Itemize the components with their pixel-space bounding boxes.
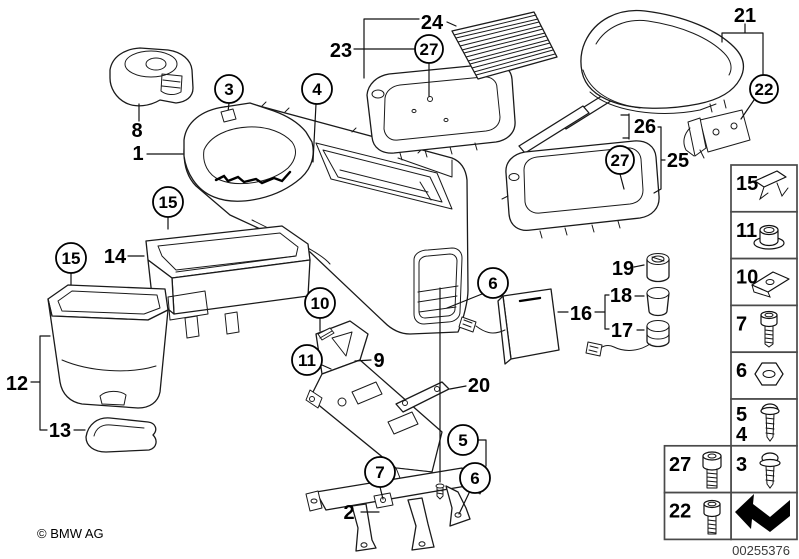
part-drawing-armrest bbox=[580, 9, 751, 159]
svg-text:22: 22 bbox=[755, 80, 774, 99]
svg-text:27: 27 bbox=[420, 40, 439, 59]
part-drawing-drawer bbox=[458, 288, 560, 365]
document-number: 00255376 bbox=[732, 543, 790, 558]
callout-17[interactable]: 17 bbox=[611, 320, 633, 342]
part-drawing-storage-bin bbox=[47, 284, 169, 409]
cap-screw-icon bbox=[703, 499, 721, 535]
legend-label-10[interactable]: 10 bbox=[736, 267, 758, 289]
part-drawing-pod bbox=[109, 47, 194, 107]
flange-nut-icon bbox=[753, 224, 785, 250]
svg-text:3: 3 bbox=[224, 80, 233, 99]
legend-label-15[interactable]: 15 bbox=[736, 173, 758, 195]
legend-label-5[interactable]: 5 bbox=[736, 404, 747, 426]
callout-13[interactable]: 13 bbox=[49, 420, 71, 442]
part-drawing-console bbox=[183, 101, 469, 335]
callout-1[interactable]: 1 bbox=[132, 143, 143, 165]
part-drawing-ribbed-insert bbox=[451, 11, 558, 80]
callout-circle-6-a[interactable]: 6 bbox=[477, 267, 509, 299]
callout-23[interactable]: 23 bbox=[330, 40, 352, 62]
legend-label-3[interactable]: 3 bbox=[736, 454, 747, 476]
cap-screw-icon bbox=[702, 451, 722, 489]
direction-arrow-icon bbox=[735, 494, 790, 532]
callout-circle-4[interactable]: 4 bbox=[301, 73, 333, 105]
callout-9[interactable]: 9 bbox=[373, 350, 384, 372]
part-drawing-lighter-set bbox=[585, 253, 670, 357]
svg-text:27: 27 bbox=[611, 151, 630, 170]
svg-text:11: 11 bbox=[298, 351, 316, 370]
part-drawing-clip bbox=[317, 327, 335, 341]
tapping-screw-icon bbox=[760, 403, 780, 442]
callout-circle-3[interactable]: 3 bbox=[214, 74, 244, 104]
svg-text:7: 7 bbox=[375, 463, 384, 482]
callout-circle-11[interactable]: 11 bbox=[291, 344, 323, 376]
legend-label-4[interactable]: 4 bbox=[736, 424, 748, 446]
part-drawing-spacer-strip bbox=[395, 381, 450, 413]
part-drawing-tray-insert bbox=[145, 225, 311, 339]
assembly-axis-line bbox=[435, 287, 445, 500]
svg-text:15: 15 bbox=[159, 193, 178, 212]
callout-circle-22[interactable]: 22 bbox=[749, 74, 779, 104]
callout-circle-6-b[interactable]: 6 bbox=[459, 462, 491, 494]
callout-18[interactable]: 18 bbox=[610, 285, 632, 307]
part-drawing-rubber-mat bbox=[85, 417, 157, 453]
washer-screw-icon bbox=[759, 452, 781, 489]
callout-12[interactable]: 12 bbox=[6, 373, 28, 395]
legend-label-7[interactable]: 7 bbox=[736, 313, 747, 335]
callout-21[interactable]: 21 bbox=[734, 5, 756, 27]
leader-lines bbox=[30, 18, 764, 515]
callout-24[interactable]: 24 bbox=[421, 12, 444, 34]
callout-26[interactable]: 26 bbox=[634, 116, 656, 138]
legend-label-6[interactable]: 6 bbox=[736, 360, 747, 382]
callout-circle-7[interactable]: 7 bbox=[364, 456, 396, 488]
callout-19[interactable]: 19 bbox=[612, 258, 634, 280]
part-drawing-trim-frame bbox=[501, 140, 660, 239]
callout-2[interactable]: 2 bbox=[343, 502, 354, 524]
part-drawing-upper-tray bbox=[366, 63, 516, 161]
clip-icon bbox=[754, 170, 789, 201]
svg-text:10: 10 bbox=[311, 294, 330, 313]
svg-text:5: 5 bbox=[458, 431, 467, 450]
speed-nut-icon bbox=[751, 271, 790, 298]
callout-circle-15-a[interactable]: 15 bbox=[152, 186, 184, 218]
part-drawing-rear-bracket bbox=[305, 467, 487, 552]
callout-14[interactable]: 14 bbox=[104, 246, 127, 268]
callout-circle-15-b[interactable]: 15 bbox=[55, 242, 87, 274]
callout-circle-27-a[interactable]: 27 bbox=[414, 34, 444, 64]
callout-circle-10[interactable]: 10 bbox=[304, 287, 336, 319]
callout-8[interactable]: 8 bbox=[131, 120, 142, 142]
legend-label-11[interactable]: 11 bbox=[736, 220, 757, 242]
legend-label-22[interactable]: 22 bbox=[669, 501, 691, 523]
callout-25[interactable]: 25 bbox=[667, 150, 689, 172]
hex-nut-icon bbox=[754, 362, 784, 386]
fastener-legend: 15 11 10 7 6 5 4 3 27 22 bbox=[663, 164, 798, 541]
svg-text:6: 6 bbox=[470, 469, 479, 488]
callout-20[interactable]: 20 bbox=[468, 375, 490, 397]
machine-screw-icon bbox=[760, 310, 778, 348]
svg-text:4: 4 bbox=[312, 80, 322, 99]
legend-label-27[interactable]: 27 bbox=[669, 454, 691, 476]
copyright-text: © BMW AG bbox=[37, 526, 104, 541]
svg-text:15: 15 bbox=[62, 249, 81, 268]
svg-text:6: 6 bbox=[488, 274, 497, 293]
callout-circle-5[interactable]: 5 bbox=[447, 424, 479, 456]
callout-16[interactable]: 16 bbox=[570, 303, 592, 325]
callout-circle-27-b[interactable]: 27 bbox=[605, 145, 635, 175]
